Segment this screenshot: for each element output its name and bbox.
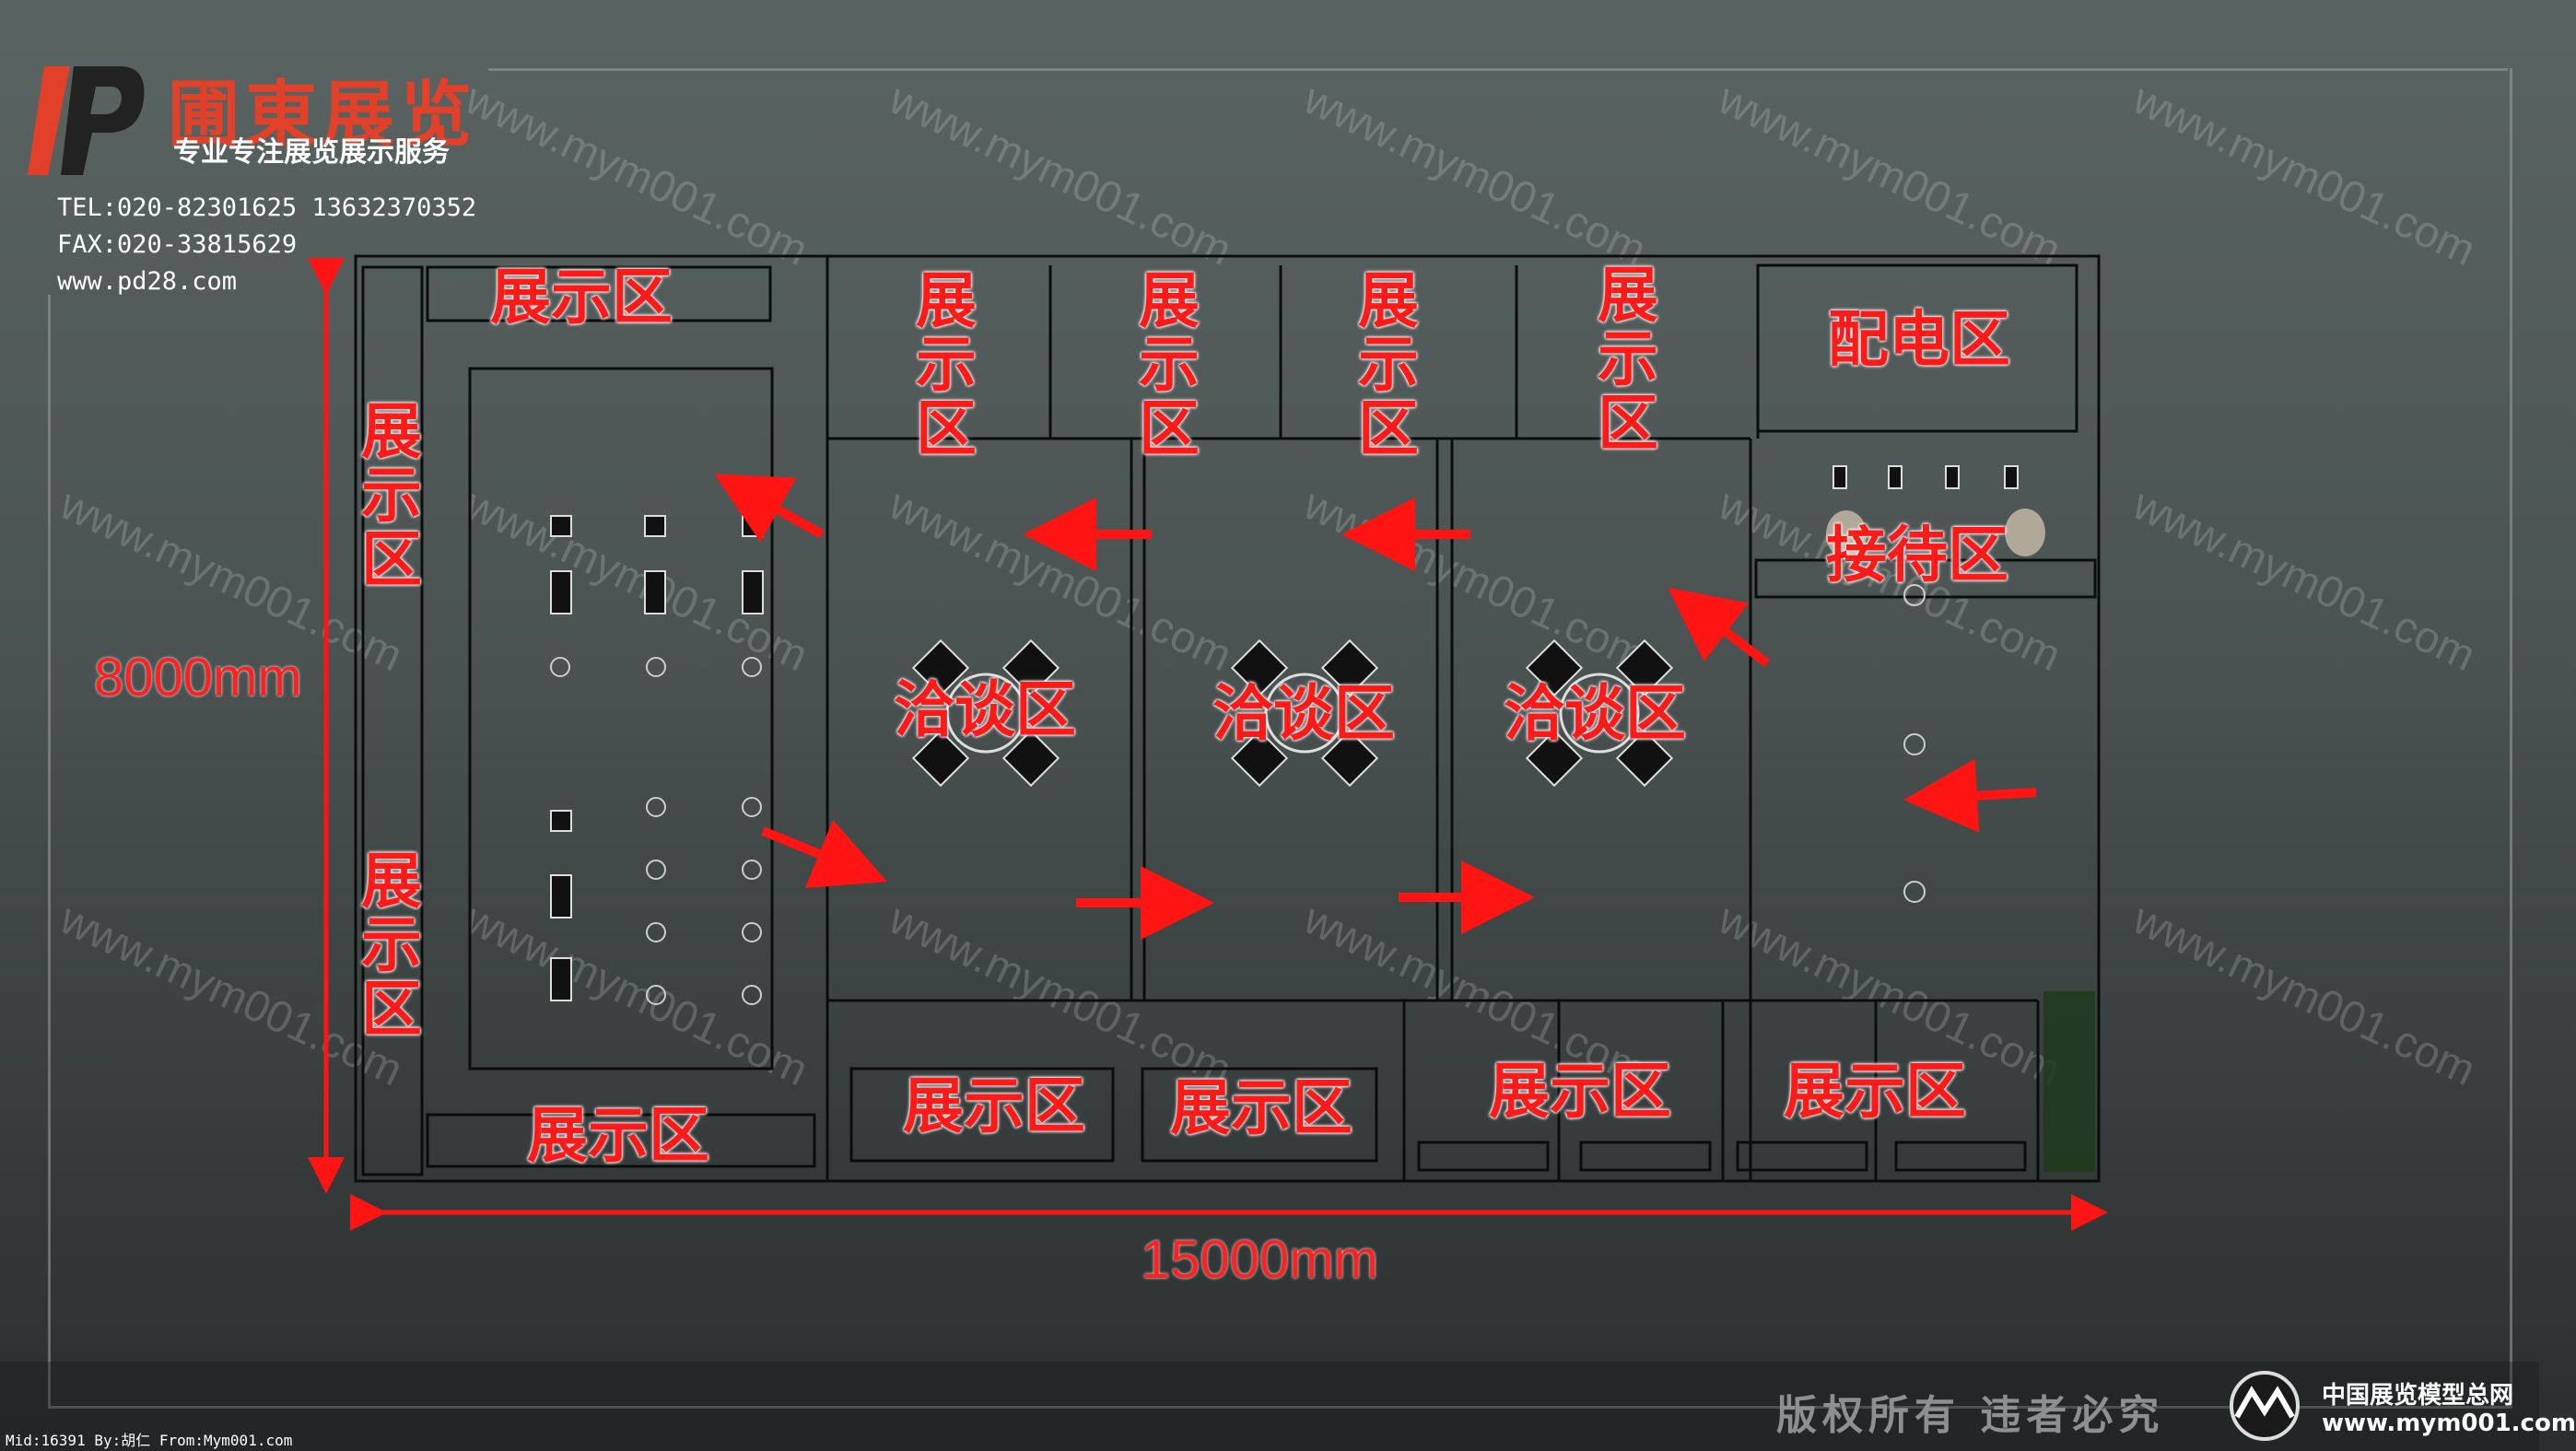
table-set-1 — [911, 638, 1060, 788]
footer-bar — [0, 1362, 2539, 1451]
pedestal-group — [550, 515, 764, 1001]
zone-display-bottom-1: 展示区 — [903, 1071, 1085, 1141]
zone-display-top-1: 展示区 — [916, 265, 977, 464]
zone-negotiation-3: 洽谈区 — [1504, 678, 1686, 749]
company-brand: 圃東展览 — [168, 74, 478, 157]
table-set-2 — [1230, 638, 1379, 788]
outer-frame-left — [48, 295, 51, 1406]
site-name: 中国展览模型总网 — [2322, 1382, 2514, 1410]
depth-dimension-label: 8000mm — [94, 648, 302, 708]
flow-arrows — [714, 474, 2037, 940]
booth-boundary — [354, 254, 2101, 1183]
zone-display-left-lower: 展示区 — [361, 846, 422, 1045]
zone-power: 配电区 — [1828, 304, 2010, 375]
outer-frame-top — [488, 68, 2508, 71]
contact-fax: FAX:020-33815629 — [57, 230, 298, 259]
contact-web: www.pd28.com — [57, 267, 238, 296]
meta-info: Mid:16391 By:胡仁 From:Mym001.com — [6, 1432, 293, 1449]
table-set-3 — [1525, 638, 1674, 788]
site-url: www.mym001.com — [2322, 1410, 2576, 1437]
width-dimension-label: 15000mm — [1141, 1230, 1378, 1290]
zone-negotiation-2: 洽谈区 — [1212, 678, 1395, 749]
copyright-notice: 版权所有 违者必究 — [1776, 1392, 2165, 1439]
zone-display-top-4: 展示区 — [1598, 260, 1658, 459]
company-logo-icon — [28, 66, 145, 175]
zone-display-left-upper: 展示区 — [361, 396, 422, 595]
zone-display-bottom-2: 展示区 — [1170, 1072, 1352, 1143]
zone-display-bottom-3: 展示区 — [1489, 1056, 1671, 1127]
zone-display-top-3: 展示区 — [1358, 265, 1419, 464]
zone-display-bottom-4: 展示区 — [1784, 1056, 1966, 1127]
zone-display-bottom-left: 展示区 — [527, 1100, 709, 1171]
zone-reception: 接待区 — [1826, 520, 2008, 591]
zone-display-top-2: 展示区 — [1139, 265, 1200, 464]
lamp-group — [1832, 465, 2019, 489]
company-slogan: 专业专注展览展示服务 — [173, 136, 450, 169]
site-logo-icon — [2230, 1371, 2300, 1441]
zone-negotiation-1: 洽谈区 — [894, 674, 1076, 745]
zone-display-top-left: 展示区 — [490, 262, 673, 333]
chair-icon — [1826, 510, 1867, 558]
outer-frame — [48, 68, 2512, 1409]
contact-tel: TEL:020-82301625 13632370352 — [57, 193, 477, 222]
chair-icon — [2005, 509, 2045, 556]
spot-group — [550, 584, 1926, 1005]
dimension-lines — [308, 258, 2108, 1231]
plant-icon — [2043, 991, 2095, 1172]
